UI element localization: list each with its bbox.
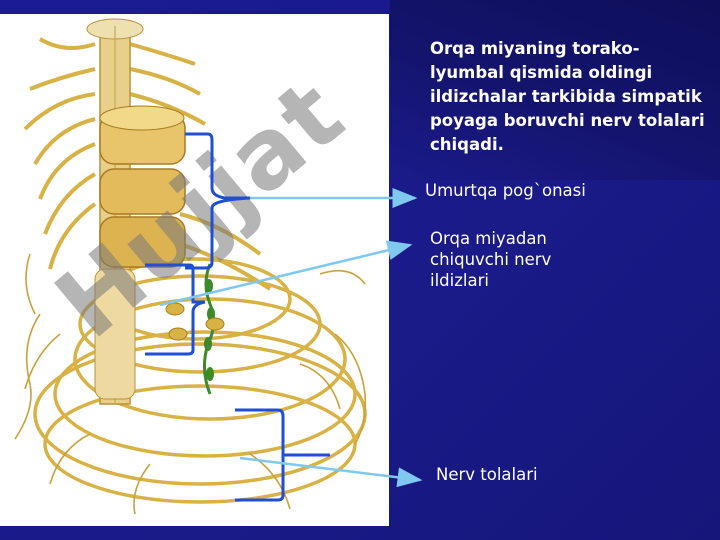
spinal-ganglia (165, 302, 225, 341)
slide-title: Orqa miyaning torako-lyumbal qismida old… (430, 39, 705, 154)
nerve-roots-label: Orqa miyadan chiquvchi nerv ildizlari (430, 229, 552, 290)
spine-label: Umurtqa pog`onasi (425, 181, 586, 200)
anatomy-figure: Hujjat (0, 14, 389, 526)
slide-corner-shade (390, 0, 720, 180)
vertebrae (94, 105, 186, 400)
nerve-fibers-label: Nerv tolalari (436, 465, 538, 484)
